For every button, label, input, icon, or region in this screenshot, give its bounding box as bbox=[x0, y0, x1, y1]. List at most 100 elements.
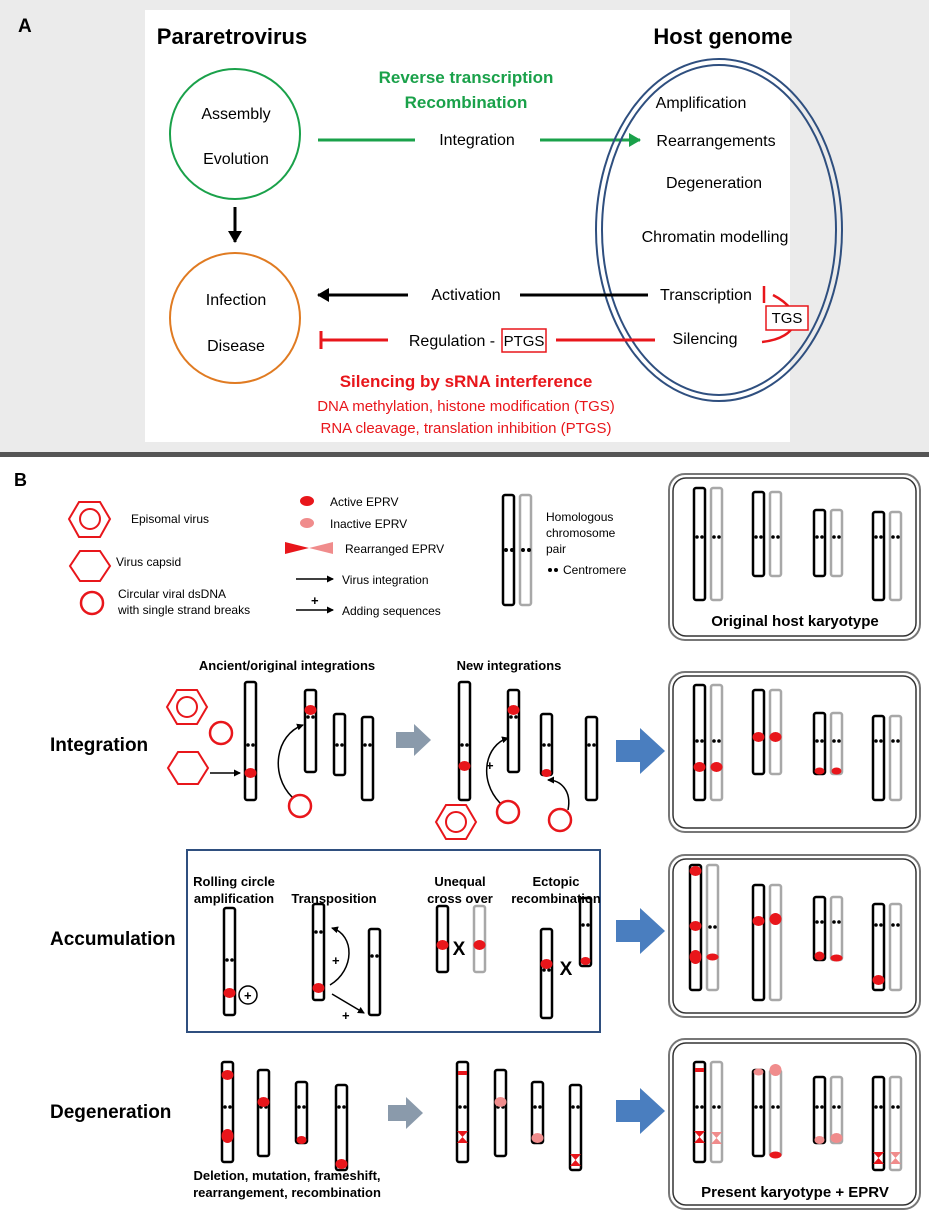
centromere-dot bbox=[700, 1105, 704, 1109]
active-eprv-mark bbox=[507, 705, 520, 715]
chromosome bbox=[709, 683, 724, 802]
chromosome bbox=[888, 510, 903, 602]
rearranged-eprv-mark bbox=[570, 1154, 581, 1166]
eprv-band bbox=[695, 1068, 704, 1072]
centromere-dot bbox=[311, 715, 315, 719]
centromere-dot bbox=[335, 743, 339, 747]
ptgs-box bbox=[501, 328, 547, 353]
transposition-plus-1: + bbox=[332, 953, 340, 968]
centromere-dot bbox=[463, 1105, 467, 1109]
host-genome-title: Host genome bbox=[653, 24, 792, 49]
chromosome bbox=[709, 486, 724, 602]
legend-centromere: Centromere bbox=[563, 563, 627, 577]
degeneration-label: Degeneration bbox=[666, 175, 762, 192]
active-eprv-mark bbox=[473, 940, 486, 950]
centromere-dot bbox=[533, 1105, 537, 1109]
new-dsdna-icon-2 bbox=[547, 807, 573, 833]
centromere-dot bbox=[542, 968, 546, 972]
original-karyotype-chromosomes bbox=[692, 486, 903, 602]
accumulation-karyotype-box-outer bbox=[668, 854, 921, 1018]
centromere-dot bbox=[896, 1105, 900, 1109]
centromere-dot bbox=[306, 715, 310, 719]
rearrangements-label: Rearrangements bbox=[656, 133, 775, 150]
centromere-dot bbox=[337, 1105, 341, 1109]
centromere-dot bbox=[223, 1105, 227, 1109]
original-karyotype-box-outer bbox=[668, 473, 921, 641]
chromosome bbox=[888, 1075, 903, 1172]
integration-chromosomes-left bbox=[243, 680, 375, 802]
centromere-dot bbox=[820, 1105, 824, 1109]
chromosome bbox=[506, 688, 521, 774]
rolling-circle-label-1: Rolling circle bbox=[193, 874, 275, 889]
integration-karyotype-box-outer bbox=[668, 671, 921, 833]
centromere-dot bbox=[302, 1105, 306, 1109]
chromosome bbox=[751, 883, 766, 1002]
inactive-eprv-mark bbox=[814, 1136, 825, 1144]
active-eprv-mark bbox=[693, 762, 706, 772]
silencing-ptgs-line: RNA cleavage, translation inhibition (PT… bbox=[321, 420, 612, 437]
ectopic-recombination-x: X bbox=[560, 959, 573, 980]
centromere-dot bbox=[896, 535, 900, 539]
integration-capsid-icon bbox=[166, 751, 210, 785]
host-genome-ellipse-outer bbox=[595, 58, 843, 402]
integration-chromosomes-right bbox=[457, 680, 599, 802]
centromere-dot bbox=[832, 920, 836, 924]
rolling-circle-label-2: amplification bbox=[194, 891, 274, 906]
chromosome bbox=[360, 715, 375, 802]
centromere-dot bbox=[776, 535, 780, 539]
chromosome bbox=[256, 1068, 271, 1158]
inactive-eprv-mark bbox=[753, 1068, 764, 1076]
centromere-dot bbox=[297, 1105, 301, 1109]
chromosome bbox=[692, 486, 707, 602]
centromere-dot bbox=[815, 535, 819, 539]
chromosome bbox=[888, 902, 903, 992]
unequal-label-2: cross over bbox=[427, 891, 493, 906]
blue-arrow-degeneration bbox=[616, 1088, 665, 1134]
centromere-dot bbox=[509, 715, 513, 719]
centromere-dot bbox=[695, 535, 699, 539]
chromatin-modelling-label: Chromatin modelling bbox=[642, 229, 789, 246]
ectopic-label-1: Ectopic bbox=[533, 874, 580, 889]
centromere-dot bbox=[251, 743, 255, 747]
ptgs-label: PTGS bbox=[504, 333, 545, 350]
active-eprv-icon bbox=[300, 496, 314, 506]
rearranged-eprv-mark bbox=[711, 1132, 722, 1144]
inactive-eprv-icon bbox=[300, 518, 314, 528]
chromosome bbox=[303, 688, 318, 774]
new-integrations-label: New integrations bbox=[457, 658, 562, 673]
active-eprv-mark bbox=[831, 767, 842, 775]
degeneration-chromosomes-left bbox=[220, 1060, 349, 1172]
silencing-label: Silencing bbox=[673, 331, 738, 348]
centromere-dot bbox=[695, 1105, 699, 1109]
active-eprv-mark bbox=[458, 761, 471, 771]
centromere-dot bbox=[717, 739, 721, 743]
accumulation-karyotype-box-inner bbox=[672, 858, 917, 1014]
host-genome-ellipse-inner bbox=[601, 64, 837, 396]
silencing-tgs-line: DNA methylation, histone modification (T… bbox=[317, 398, 615, 415]
active-eprv-mark bbox=[436, 940, 449, 950]
active-eprv-mark bbox=[312, 983, 325, 993]
centromere-dot bbox=[771, 1105, 775, 1109]
integration-episomal-inner-icon bbox=[176, 696, 198, 718]
new-curved-arrow-1 bbox=[485, 736, 509, 804]
chromosome bbox=[812, 895, 827, 962]
chromosome bbox=[568, 1083, 583, 1172]
panel-divider bbox=[0, 452, 929, 457]
legend-adding: Adding sequences bbox=[342, 604, 441, 618]
active-eprv-mark bbox=[830, 954, 843, 962]
legend-integration: Virus integration bbox=[342, 573, 429, 587]
present-karyotype-box-inner bbox=[672, 1042, 917, 1206]
chromosome bbox=[829, 895, 844, 962]
centromere-dot bbox=[708, 925, 712, 929]
chromosome bbox=[692, 1060, 707, 1164]
centromere-dot bbox=[375, 954, 379, 958]
disease-label: Disease bbox=[207, 338, 265, 355]
gray-arrow-integration bbox=[396, 724, 431, 756]
centromere-dot bbox=[576, 1105, 580, 1109]
rolling-circle-icon bbox=[238, 985, 258, 1005]
centromere-dot bbox=[717, 1105, 721, 1109]
panel-b: B Episomal virus Virus capsid Circular v… bbox=[14, 470, 921, 1210]
centromere-dot bbox=[815, 1105, 819, 1109]
centromere-dot bbox=[587, 743, 591, 747]
centromere-dot bbox=[340, 743, 344, 747]
